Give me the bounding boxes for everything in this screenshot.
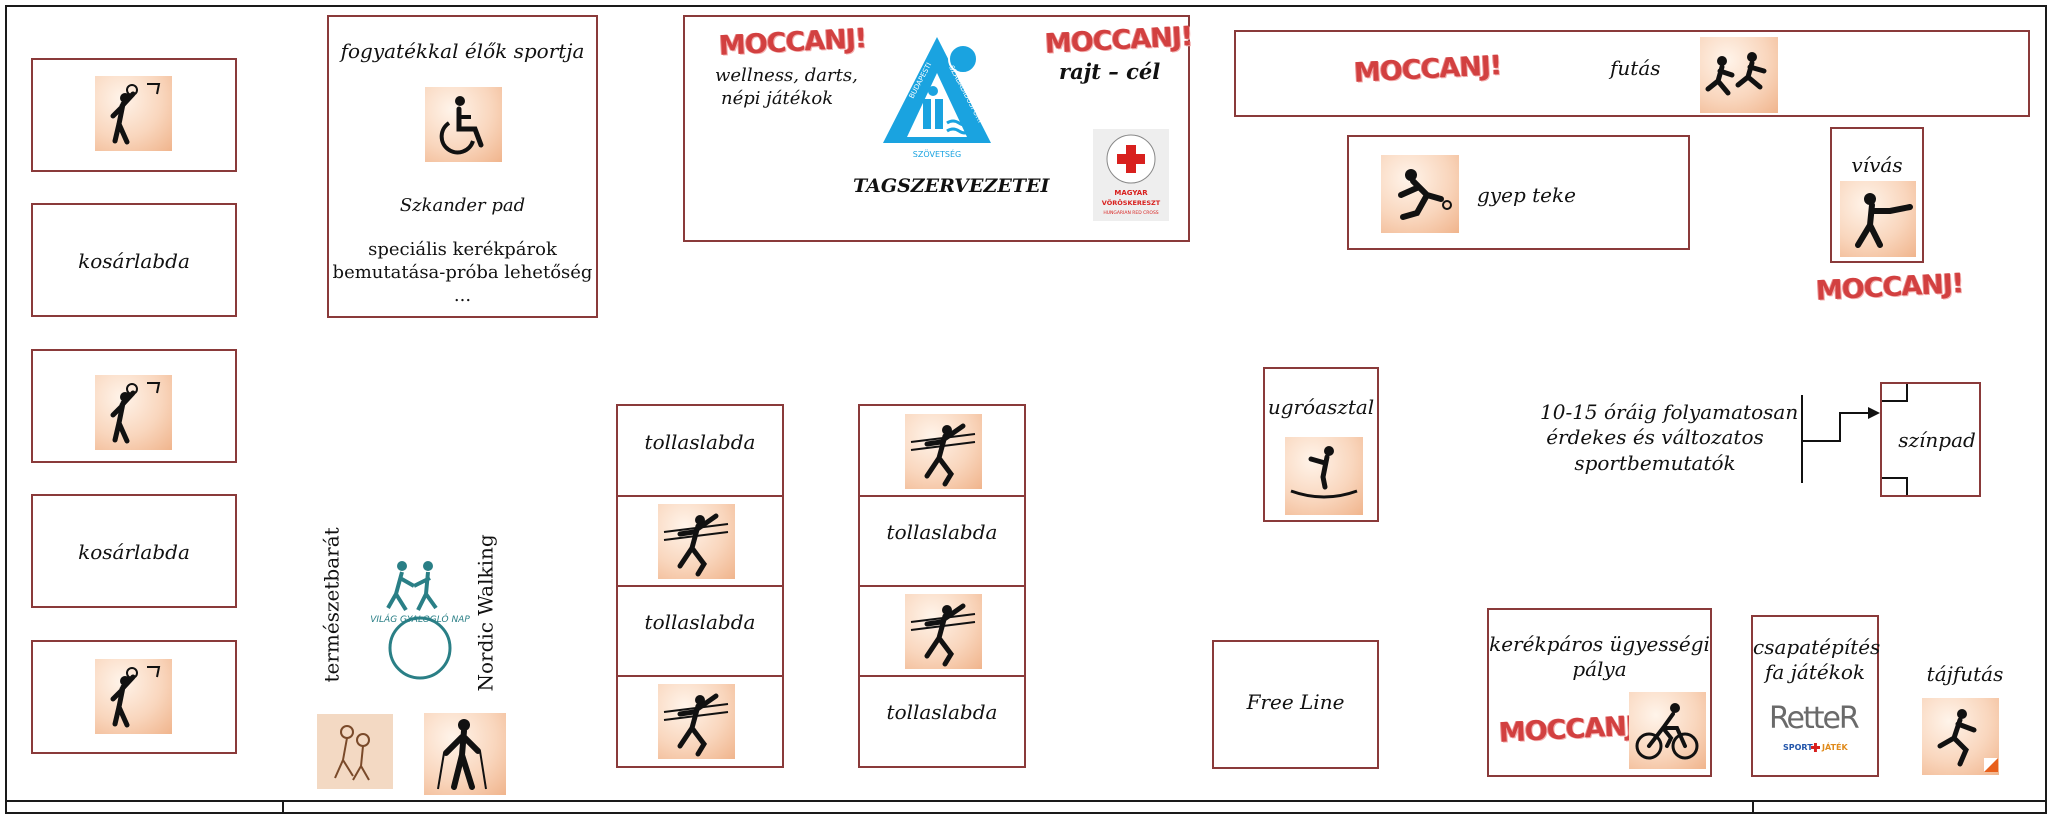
cell-divider (860, 495, 1024, 497)
members-title: TAGSZERVEZETEI (853, 175, 1050, 197)
world-walking-day-text: VILÁG GYALOGLÓ NAP (370, 613, 470, 625)
court-4[interactable]: kosárlabda (31, 494, 237, 608)
running-label: futás (1610, 56, 1661, 80)
trampoline-icon (1285, 437, 1363, 515)
moccanj-logo: MOCCANJ! (1353, 50, 1503, 89)
badminton-player-icon (658, 684, 735, 759)
moccanj-logo: MOCCANJ! (1044, 21, 1194, 60)
trampoline-area[interactable]: ugróasztal (1263, 367, 1379, 522)
member-organizations-area[interactable]: MOCCANJ! wellness, darts, népi játékok M… (683, 15, 1194, 242)
team-label-line1: csapatépítés (1753, 635, 1881, 659)
members-left-text1: wellness, darts, (715, 65, 858, 86)
badminton-left-column[interactable]: tollaslabda tollaslabda (616, 404, 784, 768)
trampoline-label: ugróasztal (1267, 395, 1375, 419)
badminton-player-icon (658, 504, 735, 579)
cell-divider (618, 585, 782, 587)
red-cross-line3: HUNGARIAN RED CROSS (1103, 210, 1158, 216)
moccanj-logo: MOCCANJ! (718, 23, 868, 62)
court-5[interactable] (31, 640, 237, 754)
disabled-sport-area[interactable]: fogyatékkal élők sportja Szkander pad sp… (327, 15, 598, 318)
disabled-sport-title: fogyatékkal élők sportja (340, 39, 585, 63)
nordic-walker-icon (424, 713, 506, 795)
orienteering-icon (1922, 698, 1999, 775)
free-line-label: Free Line (1246, 690, 1345, 714)
bssz-logo: BUDAPESTI SZABADIDŐSPORT SZÖVETSÉG (877, 33, 997, 165)
members-right-text: rajt – cél (1059, 59, 1161, 84)
court-2[interactable]: kosárlabda (31, 203, 237, 317)
red-cross-logo: MAGYAR VÖRÖSKERESZT HUNGARIAN RED CROSS (1093, 129, 1169, 221)
free-line-area[interactable]: Free Line (1212, 640, 1379, 769)
basketball-player-icon (95, 659, 172, 734)
bike-skills-area[interactable]: kerékpáros ügyességi pálya MOCCANJ! (1487, 608, 1712, 777)
red-cross-line1: MAGYAR (1114, 189, 1148, 197)
badminton-right-column[interactable]: tollaslabda tollaslabda (858, 404, 1026, 768)
basketball-player-icon (95, 375, 172, 450)
stage-note-line3: sportbemutatók (1574, 451, 1736, 475)
cell-divider (860, 675, 1024, 677)
bottom-tick-right (1752, 800, 1754, 814)
team-building-area[interactable]: csapatépítés fa játékok RetteR SPORT JÁT… (1751, 615, 1881, 777)
runners-icon (1700, 37, 1778, 113)
stage-step-bottom (1882, 477, 1908, 495)
retter-logo: RetteR SPORT JÁTÉK (1765, 701, 1861, 763)
nordic-walking-label: Nordic Walking (473, 534, 498, 692)
cyclist-icon (1629, 692, 1706, 769)
red-cross-line2: VÖRÖSKERESZT (1102, 198, 1161, 207)
badminton-left-1-label: tollaslabda (644, 430, 756, 454)
lawn-bowls-area[interactable]: gyep teke (1347, 135, 1690, 250)
fencing-area[interactable]: vívás (1830, 127, 1924, 263)
wheelchair-icon (425, 87, 502, 162)
bike-label-line1: kerékpáros ügyességi (1489, 632, 1710, 656)
badminton-right-2-label: tollaslabda (886, 520, 998, 544)
stage-label: színpad (1898, 428, 1976, 452)
bottom-divider (5, 800, 2047, 802)
venue-frame (5, 5, 2047, 814)
bssz-bottom-text: SZÖVETSÉG (913, 148, 961, 159)
disabled-sport-line1: Szkander pad (399, 195, 526, 216)
badminton-player-icon (905, 414, 982, 489)
hikers-icon (317, 714, 393, 789)
badminton-left-3-label: tollaslabda (644, 610, 756, 634)
disabled-sport-line3: bemutatása-próba lehetőség (332, 262, 593, 283)
stage-arrow (1800, 393, 1880, 485)
court-2-label: kosárlabda (78, 249, 190, 273)
world-walking-day-logo: VILÁG GYALOGLÓ NAP (370, 556, 470, 684)
fencing-label: vívás (1851, 153, 1903, 177)
stage-step-top (1882, 384, 1908, 402)
disabled-sport-line4: ... (453, 285, 472, 306)
court-3[interactable] (31, 349, 237, 463)
cell-divider (618, 675, 782, 677)
badminton-player-icon (905, 594, 982, 669)
running-area[interactable]: MOCCANJ! futás (1234, 30, 2030, 117)
moccanj-logo: MOCCANJ! (1498, 710, 1648, 749)
disabled-sport-line2: speciális kerékpárok (368, 239, 557, 260)
team-label-line2: fa játékok (1765, 660, 1865, 684)
bottom-tick-left (282, 800, 284, 814)
stage-note-line2: érdekes és változatos (1546, 425, 1764, 449)
retter-logo-cross (1811, 743, 1820, 752)
stage-note-line1: 10-15 óráig folyamatosan (1540, 400, 1799, 424)
cell-divider (618, 495, 782, 497)
members-left-text2: népi játékok (721, 88, 834, 109)
court-1[interactable] (31, 58, 237, 172)
retter-logo-sub1: SPORT (1783, 743, 1813, 752)
court-4-label: kosárlabda (78, 540, 190, 564)
orienteering-label: tájfutás (1926, 662, 2004, 686)
lawn-bowls-label: gyep teke (1477, 183, 1576, 207)
badminton-right-4-label: tollaslabda (886, 700, 998, 724)
lawn-bowls-icon (1381, 155, 1459, 233)
stage-area[interactable]: színpad (1880, 382, 1981, 497)
retter-logo-text: RetteR (1769, 701, 1860, 736)
fencing-icon (1840, 181, 1916, 257)
nature-lover-label: természetbarát (319, 527, 344, 683)
cell-divider (860, 585, 1024, 587)
bike-label-line2: pálya (1572, 657, 1627, 681)
retter-logo-sub2: JÁTÉK (1822, 743, 1848, 752)
basketball-player-icon (95, 76, 172, 151)
